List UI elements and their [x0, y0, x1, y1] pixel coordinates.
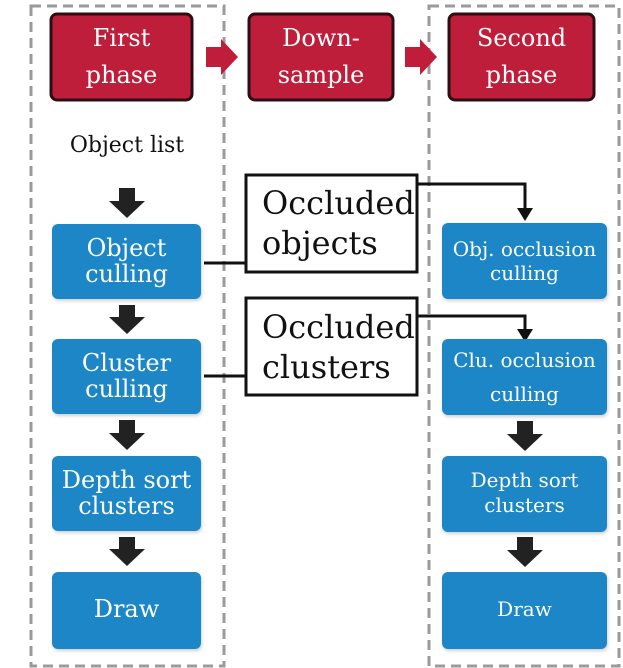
- occluded-objects-line2: objects: [262, 224, 378, 262]
- right-step-depth-sort-line1: Depth sort: [471, 468, 579, 492]
- second-phase-header-line1: Second: [477, 24, 566, 52]
- occluded-objects-line1: Occluded: [262, 184, 415, 222]
- right-step-object-occlusion-line1: Obj. occlusion: [453, 237, 597, 261]
- downsample-header: Down- sample: [247, 12, 395, 102]
- occluded-clusters-to-right-arrowhead: [517, 329, 533, 342]
- left-step-cluster-culling-line2: culling: [85, 375, 168, 403]
- object-list-label: Object list: [70, 133, 184, 158]
- second-phase-header-line2: phase: [486, 61, 558, 89]
- right-step-depth-sort-line2: clusters: [484, 493, 564, 517]
- right-step-object-occlusion-line2: culling: [490, 261, 559, 285]
- right-step-depth-sort-clusters: Depth sort clusters: [442, 456, 607, 532]
- first-phase-header: First phase: [49, 12, 194, 102]
- left-arrow-3: [109, 420, 145, 450]
- second-phase-header: Second phase: [447, 12, 596, 102]
- right-step-cluster-occlusion-line1: Clu. occlusion: [453, 348, 596, 372]
- left-step-draw: Draw: [52, 572, 201, 649]
- left-step-cluster-culling: Cluster culling: [52, 339, 201, 414]
- occluded-objects-box: Occluded objects: [244, 173, 419, 274]
- first-phase-header-line1: First: [93, 24, 151, 52]
- first-phase-header-line2: phase: [86, 61, 158, 89]
- left-step-object-culling-line2: culling: [85, 260, 168, 288]
- occluded-clusters-line1: Occluded: [262, 308, 415, 346]
- first-phase-frame: [29, 4, 226, 668]
- left-step-depth-sort-line1: Depth sort: [62, 466, 192, 494]
- occluded-objects-to-right-arrowhead: [517, 208, 533, 221]
- occluded-objects-to-right-connector: [417, 182, 527, 214]
- left-step-depth-sort-clusters: Depth sort clusters: [52, 456, 201, 531]
- left-arrow-4: [109, 537, 145, 566]
- right-step-object-occlusion-culling: Obj. occlusion culling: [442, 223, 607, 299]
- left-arrow-2: [109, 305, 145, 334]
- right-step-cluster-occlusion-culling: Clu. occlusion culling: [442, 339, 607, 415]
- right-step-cluster-occlusion-line2: culling: [490, 382, 559, 406]
- left-arrow-1: [109, 188, 145, 218]
- left-step-depth-sort-line2: clusters: [78, 492, 175, 520]
- downsample-header-line2: sample: [278, 61, 365, 89]
- left-step-cluster-culling-line1: Cluster: [82, 349, 172, 377]
- right-arrow-1: [507, 421, 543, 451]
- right-arrow-2: [507, 537, 543, 567]
- right-step-draw-label: Draw: [497, 597, 552, 621]
- left-step-object-culling-line1: Object: [87, 234, 167, 262]
- left-step-object-culling: Object culling: [52, 224, 201, 299]
- left-flow-arrows: [109, 188, 145, 566]
- occluded-clusters-box: Occluded clusters: [244, 296, 419, 397]
- right-flow-arrows: [507, 421, 543, 567]
- phase-connector-arrow-2: [405, 39, 437, 75]
- left-step-draw-label: Draw: [94, 595, 160, 623]
- second-phase-frame: [427, 4, 621, 668]
- right-step-draw: Draw: [442, 572, 607, 649]
- downsample-header-line1: Down-: [282, 24, 360, 52]
- occluded-clusters-line2: clusters: [262, 348, 391, 386]
- phase-connector-arrow-1: [206, 39, 238, 75]
- occluded-clusters-to-right-connector: [417, 314, 527, 334]
